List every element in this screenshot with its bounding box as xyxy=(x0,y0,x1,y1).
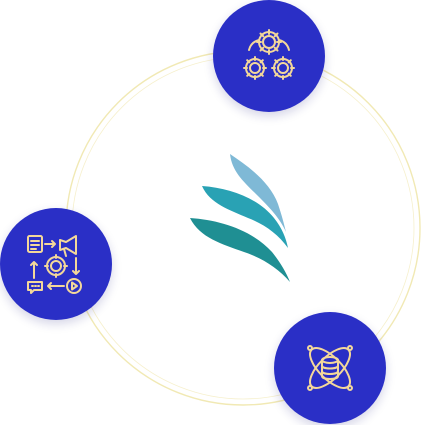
node-gears xyxy=(213,0,325,112)
leaf-bottom xyxy=(190,218,290,282)
database-orbit-icon xyxy=(307,345,353,391)
gears-icon xyxy=(243,29,295,80)
node-process-flow xyxy=(0,208,112,320)
brand-leaf-logo xyxy=(186,152,298,284)
leaf-top xyxy=(230,154,286,232)
node-database-orbit xyxy=(274,312,386,424)
process-flow-icon xyxy=(27,235,82,294)
leaf-middle xyxy=(202,186,288,248)
